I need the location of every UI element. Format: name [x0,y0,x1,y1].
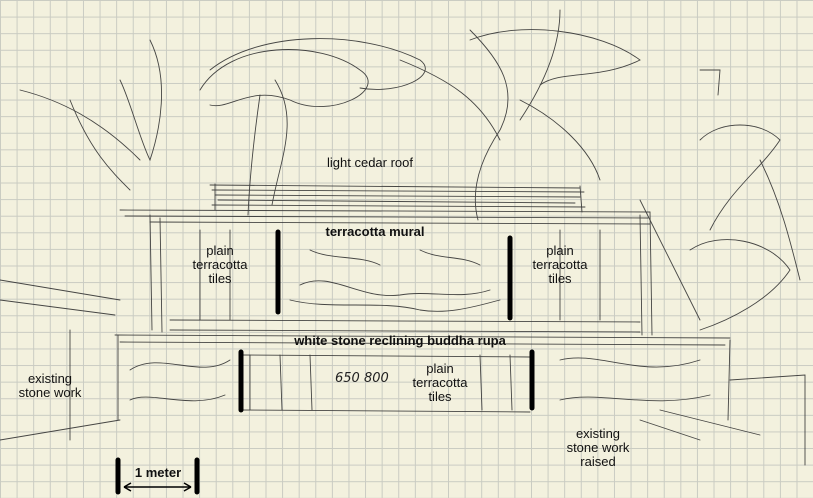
foliage-scribbles [19,9,801,331]
scale-bar [115,457,200,495]
handwritten-note: 650 800 [335,371,389,386]
roof-lines [209,183,586,213]
upper-structure [119,209,653,336]
base-structure [114,334,731,421]
scale-bar-arrow-left [123,482,132,492]
scale-bar-arrow-right [183,482,192,492]
posts [238,229,535,413]
ground-lines [0,279,806,466]
